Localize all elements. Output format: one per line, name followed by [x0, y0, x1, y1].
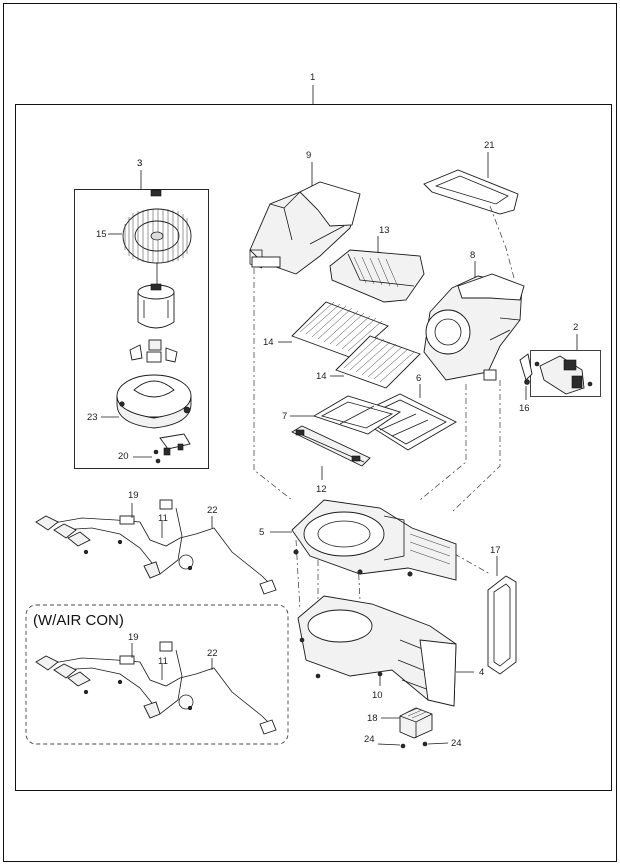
callout-4[interactable]: 4 [479, 667, 484, 678]
callout-16[interactable]: 16 [519, 403, 530, 414]
callout-20[interactable]: 20 [118, 451, 129, 462]
callout-2[interactable]: 2 [573, 322, 578, 333]
callout-17[interactable]: 17 [490, 545, 501, 556]
callout-23[interactable]: 23 [87, 412, 98, 423]
callout-18[interactable]: 18 [367, 713, 378, 724]
callout-10[interactable]: 10 [372, 690, 383, 701]
blower-fan-wheel [122, 189, 192, 264]
wiring-harness-upper [35, 499, 277, 595]
resistor-screws [377, 741, 449, 749]
blower-motor [137, 263, 175, 329]
wiring-harness-lower [35, 641, 277, 735]
air-intake-duct [249, 181, 361, 275]
lower-case-body [297, 595, 457, 707]
callout-21[interactable]: 21 [484, 140, 495, 151]
intake-gasket [423, 169, 519, 215]
callout-8[interactable]: 8 [470, 250, 475, 261]
callout-9[interactable]: 9 [306, 150, 311, 161]
callout-19a[interactable]: 19 [128, 490, 139, 501]
assembly-frame [15, 85, 612, 791]
duct-joint [329, 249, 425, 303]
filter-frame [312, 395, 402, 435]
air-con-variant-label: (W/AIR CON) [33, 612, 124, 629]
case-screw [377, 671, 383, 686]
motor-clips [129, 339, 178, 363]
callout-13[interactable]: 13 [379, 225, 390, 236]
callout-1[interactable]: 1 [310, 72, 315, 83]
callout-5[interactable]: 5 [259, 527, 264, 538]
case-seal [487, 575, 517, 675]
callout-12[interactable]: 12 [316, 484, 327, 495]
blower-case-lower [291, 499, 457, 581]
blower-motor-housing [116, 374, 192, 429]
callout-15[interactable]: 15 [96, 229, 107, 240]
filter-holder [291, 425, 371, 467]
mode-actuator [534, 355, 593, 395]
blower-case-upper [423, 273, 525, 381]
blower-connector [153, 433, 191, 464]
callout-24b[interactable]: 24 [451, 738, 462, 749]
air-filter-lower [335, 335, 421, 389]
callout-11b[interactable]: 11 [158, 656, 168, 667]
callout-7[interactable]: 7 [282, 411, 287, 422]
callout-24a[interactable]: 24 [364, 734, 375, 745]
callout-22a[interactable]: 22 [207, 505, 218, 516]
callout-19b[interactable]: 19 [128, 632, 139, 643]
callout-22b[interactable]: 22 [207, 648, 218, 659]
callout-6[interactable]: 6 [416, 373, 421, 384]
callout-14b[interactable]: 14 [316, 371, 327, 382]
actuator-lever [519, 353, 533, 385]
callout-11a[interactable]: 11 [158, 513, 168, 524]
callout-3[interactable]: 3 [137, 158, 142, 169]
callout-14a[interactable]: 14 [263, 337, 274, 348]
page-frame [3, 3, 617, 862]
air-con-variant-frame [25, 604, 289, 745]
blower-resistor [399, 707, 433, 739]
blower-motor-subassembly-frame [74, 170, 209, 469]
